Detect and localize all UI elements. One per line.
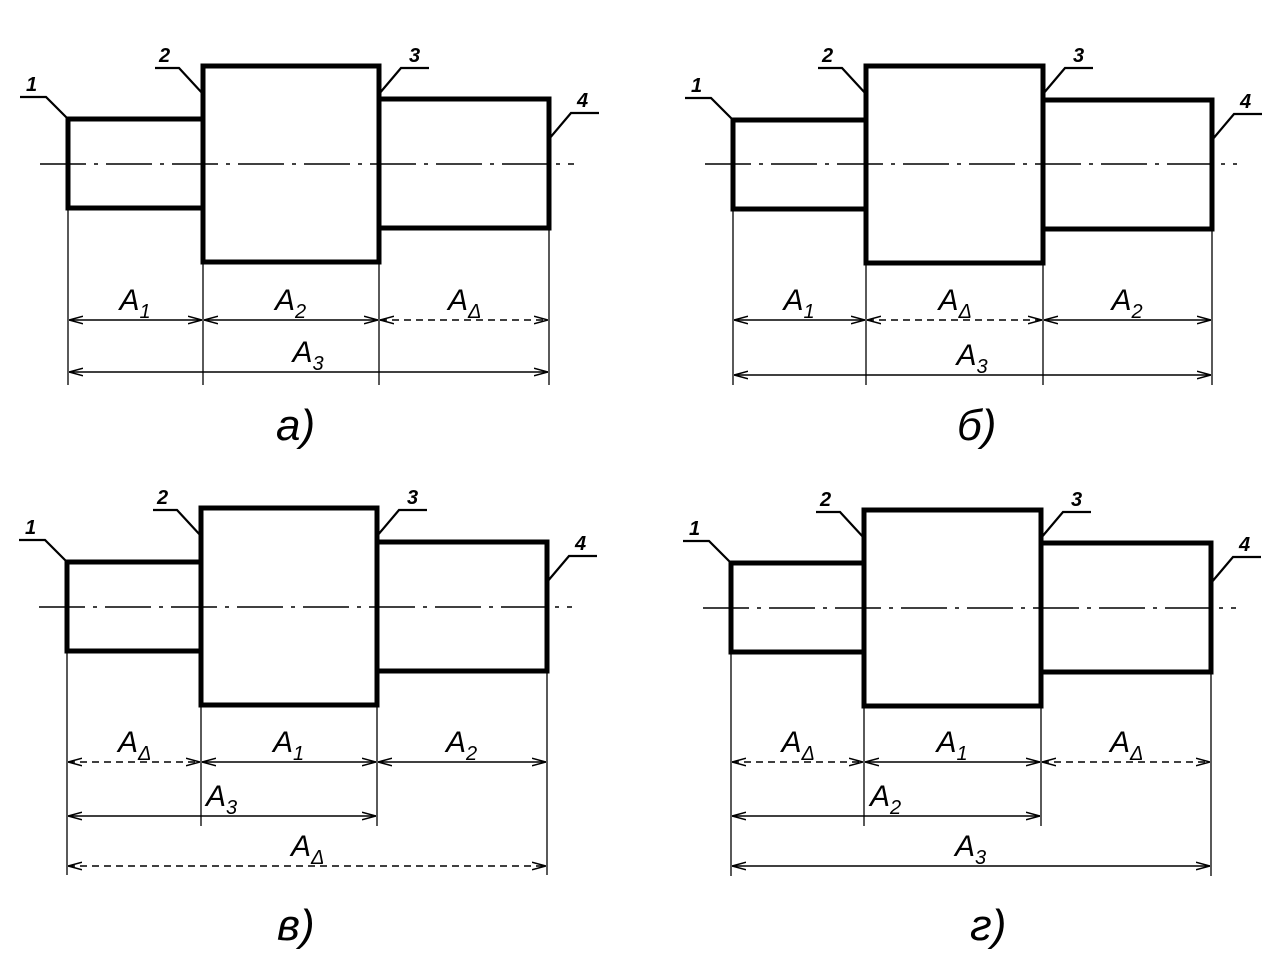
leader-line	[1211, 112, 1262, 141]
leader-line	[20, 95, 69, 120]
surface-leader: 4	[546, 533, 597, 583]
surface-number: 3	[1073, 45, 1084, 67]
segment-dimension: A1	[69, 284, 202, 323]
segment-dimension: AΔ	[68, 726, 200, 765]
leader-line	[1042, 66, 1093, 95]
surface-leader: 2	[816, 489, 865, 539]
segment-dimension: A2	[1044, 284, 1211, 323]
leader-line	[683, 539, 732, 564]
surface-number: 1	[26, 74, 37, 96]
dimension-label: A3	[955, 339, 988, 378]
segment-dimension: AΔ	[867, 284, 1042, 323]
surface-number: 4	[1238, 534, 1250, 556]
leader-line	[816, 510, 865, 539]
overall-dimension: A2	[732, 780, 1040, 819]
dimension-label: A1	[118, 284, 151, 323]
segment-dimension: A1	[865, 726, 1040, 765]
dimension-label: AΔ	[780, 726, 815, 765]
surface-number: 2	[821, 45, 833, 67]
surface-number: 4	[574, 533, 586, 555]
surface-leader: 1	[683, 518, 732, 564]
surface-leader: 3	[1040, 489, 1091, 539]
surface-leader: 4	[1211, 91, 1262, 141]
segment-dimension: A2	[204, 284, 378, 323]
overall-dimension: A3	[732, 830, 1210, 869]
segment-dimension: A1	[734, 284, 865, 323]
surface-leader: 3	[378, 45, 429, 95]
leader-line	[685, 96, 734, 121]
surface-leader: 2	[153, 487, 202, 537]
segment-dimension: AΔ	[380, 284, 548, 323]
dimension-label: A3	[953, 830, 986, 869]
surface-number: 3	[1071, 489, 1082, 511]
overall-dimension: AΔ	[68, 830, 546, 869]
surface-leader: 3	[376, 487, 427, 537]
dimension-label: A1	[935, 726, 968, 765]
segment-dimension: A2	[378, 726, 546, 765]
dimension-label: A2	[868, 780, 901, 819]
dimension-label: A1	[271, 726, 304, 765]
surface-number: 1	[689, 518, 700, 540]
surface-leader: 2	[818, 45, 867, 95]
surface-number: 1	[25, 517, 36, 539]
surface-number: 2	[819, 489, 831, 511]
leader-line	[818, 66, 867, 95]
leader-line	[19, 538, 68, 563]
dimension-label: AΔ	[937, 284, 972, 323]
leader-line	[1040, 510, 1091, 539]
variant-caption: а)	[276, 401, 315, 450]
dimension-label: AΔ	[446, 284, 481, 323]
surface-leader: 4	[548, 90, 599, 140]
surface-leader: 2	[155, 45, 204, 95]
dimension-label: A3	[291, 336, 324, 375]
dimension-label: A2	[444, 726, 477, 765]
panel: 1 2 3 4A1 A2 AΔ A3 а)	[20, 45, 599, 450]
dimension-label: A2	[273, 284, 306, 323]
segment-dimension: A1	[202, 726, 376, 765]
dimension-label: A3	[204, 780, 237, 819]
leader-line	[1210, 555, 1261, 584]
segment-dimension: AΔ	[732, 726, 863, 765]
overall-dimension: A3	[734, 339, 1211, 378]
dimension-label: AΔ	[289, 830, 324, 869]
variant-caption: г)	[970, 901, 1006, 950]
surface-leader: 3	[1042, 45, 1093, 95]
leader-line	[548, 111, 599, 140]
surface-leader: 1	[19, 517, 68, 563]
surface-leader: 1	[20, 74, 69, 120]
surface-leader: 4	[1210, 534, 1261, 584]
leader-line	[378, 66, 429, 95]
variant-caption: в)	[277, 901, 315, 950]
leader-line	[376, 508, 427, 537]
surface-number: 2	[158, 45, 170, 67]
surface-number: 2	[156, 487, 168, 509]
dimension-label: A2	[1110, 284, 1143, 323]
surface-number: 1	[691, 75, 702, 97]
variant-caption: б)	[957, 401, 996, 450]
leader-line	[153, 508, 202, 537]
dimension-label: AΔ	[116, 726, 151, 765]
dimension-label: A1	[782, 284, 815, 323]
overall-dimension: A3	[68, 780, 376, 819]
surface-number: 3	[409, 45, 420, 67]
leader-line	[155, 66, 204, 95]
surface-number: 4	[576, 90, 588, 112]
surface-number: 4	[1239, 91, 1251, 113]
dimension-label: AΔ	[1108, 726, 1143, 765]
surface-leader: 1	[685, 75, 734, 121]
leader-line	[546, 554, 597, 583]
segment-dimension: AΔ	[1042, 726, 1210, 765]
overall-dimension: A3	[69, 336, 548, 375]
surface-number: 3	[407, 487, 418, 509]
